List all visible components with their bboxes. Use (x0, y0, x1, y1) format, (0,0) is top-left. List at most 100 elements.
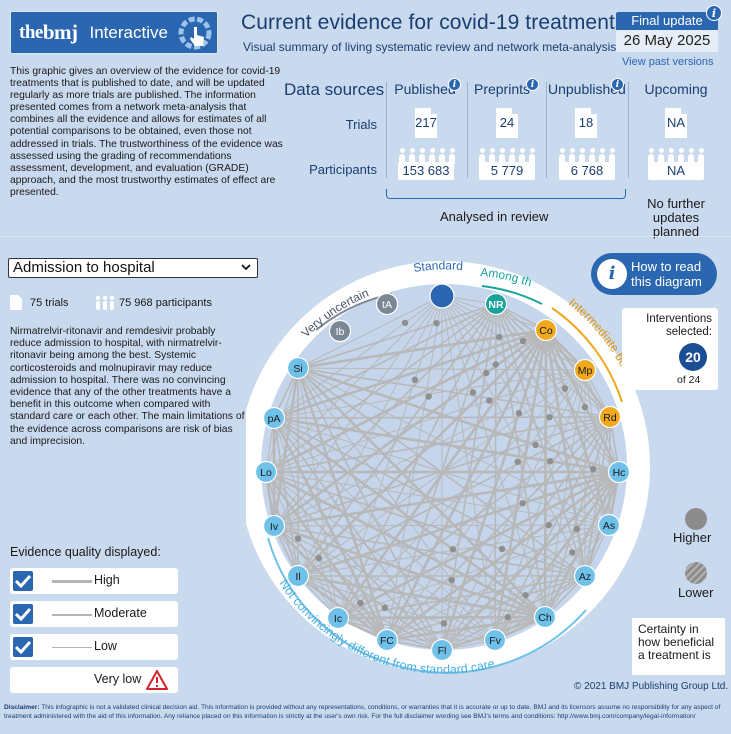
node-circle[interactable] (375, 628, 399, 652)
info-icon: i (597, 259, 627, 289)
intervention-node[interactable]: Il (286, 564, 310, 588)
node-circle[interactable] (573, 564, 597, 588)
network-edges (264, 295, 621, 652)
intervention-node[interactable]: Fv (483, 628, 507, 652)
node-label: Ic (334, 613, 342, 625)
comparison-dot (546, 458, 554, 465)
node-circle[interactable] (262, 406, 286, 430)
comparison-dot (589, 465, 597, 473)
intervention-node[interactable]: tA (375, 292, 399, 316)
evidence-quality-high[interactable]: High (10, 568, 178, 594)
comparison-edge (386, 295, 443, 641)
comparison-edge (544, 416, 611, 618)
outcome-trials-count: 75 trials (30, 297, 69, 309)
disclaimer-label: Disclaimer: (4, 704, 40, 711)
comparison-edge (543, 471, 621, 618)
intervention-node[interactable]: Iv (262, 514, 286, 538)
interventions-selected-box[interactable]: Interventions selected: 20 of 24 (622, 308, 718, 390)
network-diagram[interactable]: Very uncertain Standard Among th Interme… (246, 238, 722, 708)
node-circle[interactable] (483, 628, 507, 652)
node-circle[interactable] (607, 460, 631, 484)
intervention-node[interactable]: Ic (326, 606, 350, 630)
past-versions-link[interactable]: View past versions (622, 56, 714, 68)
intervention-node[interactable]: FC (375, 628, 399, 652)
intervention-node[interactable]: Co (534, 318, 558, 342)
node-circle[interactable] (597, 513, 621, 537)
intervention-node[interactable]: Hc (607, 460, 631, 484)
comparison-dot (561, 385, 569, 392)
node-circle[interactable] (375, 292, 399, 316)
comparison-dot (381, 604, 389, 612)
chevron-down-icon (241, 264, 251, 271)
comparison-edge (265, 471, 586, 577)
node-circle[interactable] (326, 606, 350, 630)
intervention-node[interactable]: pA (262, 406, 286, 430)
comparison-dot (519, 337, 527, 345)
intervention-node[interactable]: Si (286, 356, 310, 380)
node-label: Rd (603, 412, 617, 424)
node-label: Ib (336, 326, 345, 338)
comparison-edge (441, 295, 610, 526)
node-label: Fl (438, 645, 447, 657)
comparison-edge (337, 303, 497, 619)
info-icon[interactable]: i (448, 78, 461, 91)
intervention-node[interactable]: NR (484, 292, 508, 316)
node-circle[interactable] (484, 292, 508, 316)
node-circle[interactable] (262, 514, 286, 538)
comparison-dot (294, 535, 302, 542)
intervention-node[interactable]: Ib (328, 319, 352, 343)
line-sample-high (52, 580, 92, 583)
checkbox-high[interactable] (13, 571, 33, 591)
node-circle[interactable] (254, 460, 278, 484)
comparison-edge (337, 416, 611, 619)
node-circle[interactable] (430, 638, 454, 662)
node-label: Mp (578, 365, 593, 377)
comparison-dot (573, 525, 581, 533)
how-to-read-label: this diagram (631, 274, 702, 289)
intervention-node[interactable]: Fl (430, 638, 454, 662)
participants-preprints-value: 5 779 (479, 162, 535, 180)
intervention-node[interactable]: Ch (533, 605, 557, 629)
evidence-quality-low[interactable]: Low (10, 634, 178, 660)
how-to-read-button[interactable]: i How to read this diagram (591, 253, 717, 295)
comparison-dot (532, 441, 539, 449)
intervention-node[interactable]: Lo (254, 460, 278, 484)
intervention-node[interactable]: Az (573, 564, 597, 588)
intervention-node[interactable]: Rd (598, 405, 622, 429)
intervention-node[interactable] (429, 283, 455, 309)
column-divider (546, 82, 547, 178)
comparison-edge (265, 369, 586, 473)
evidence-quality-very-low[interactable]: Very low (10, 667, 178, 693)
node-circle[interactable] (286, 564, 310, 588)
evidence-quality-moderate[interactable]: Moderate (10, 601, 178, 627)
node-circle[interactable] (429, 283, 455, 309)
info-icon[interactable]: i (706, 5, 722, 21)
outcome-select[interactable]: Admission to hospital (8, 258, 258, 278)
checkbox-moderate[interactable] (13, 604, 33, 624)
comparison-dot (581, 403, 589, 411)
node-circle[interactable] (534, 318, 558, 342)
comparison-edge (273, 416, 546, 619)
node-circle[interactable] (598, 405, 622, 429)
intervention-node[interactable]: Mp (573, 358, 597, 382)
comparison-edge (273, 524, 546, 619)
comparison-edge (297, 575, 496, 641)
checkbox-low[interactable] (13, 637, 33, 657)
info-icon[interactable]: i (526, 78, 539, 91)
intervention-node[interactable]: As (597, 513, 621, 537)
comparison-edge (273, 525, 586, 577)
info-icon[interactable]: i (611, 78, 624, 91)
comparison-edge (273, 295, 443, 419)
comparison-dot (522, 592, 529, 599)
node-circle[interactable] (573, 358, 597, 382)
node-circle[interactable] (328, 319, 352, 343)
comparison-dot (482, 369, 490, 377)
intro-paragraph: This graphic gives an overview of the ev… (10, 66, 283, 198)
trials-upcoming-value: NA (665, 108, 687, 138)
node-circle[interactable] (533, 605, 557, 629)
check-icon (15, 640, 31, 654)
node-circle[interactable] (286, 356, 310, 380)
line-sample-low (52, 647, 92, 648)
